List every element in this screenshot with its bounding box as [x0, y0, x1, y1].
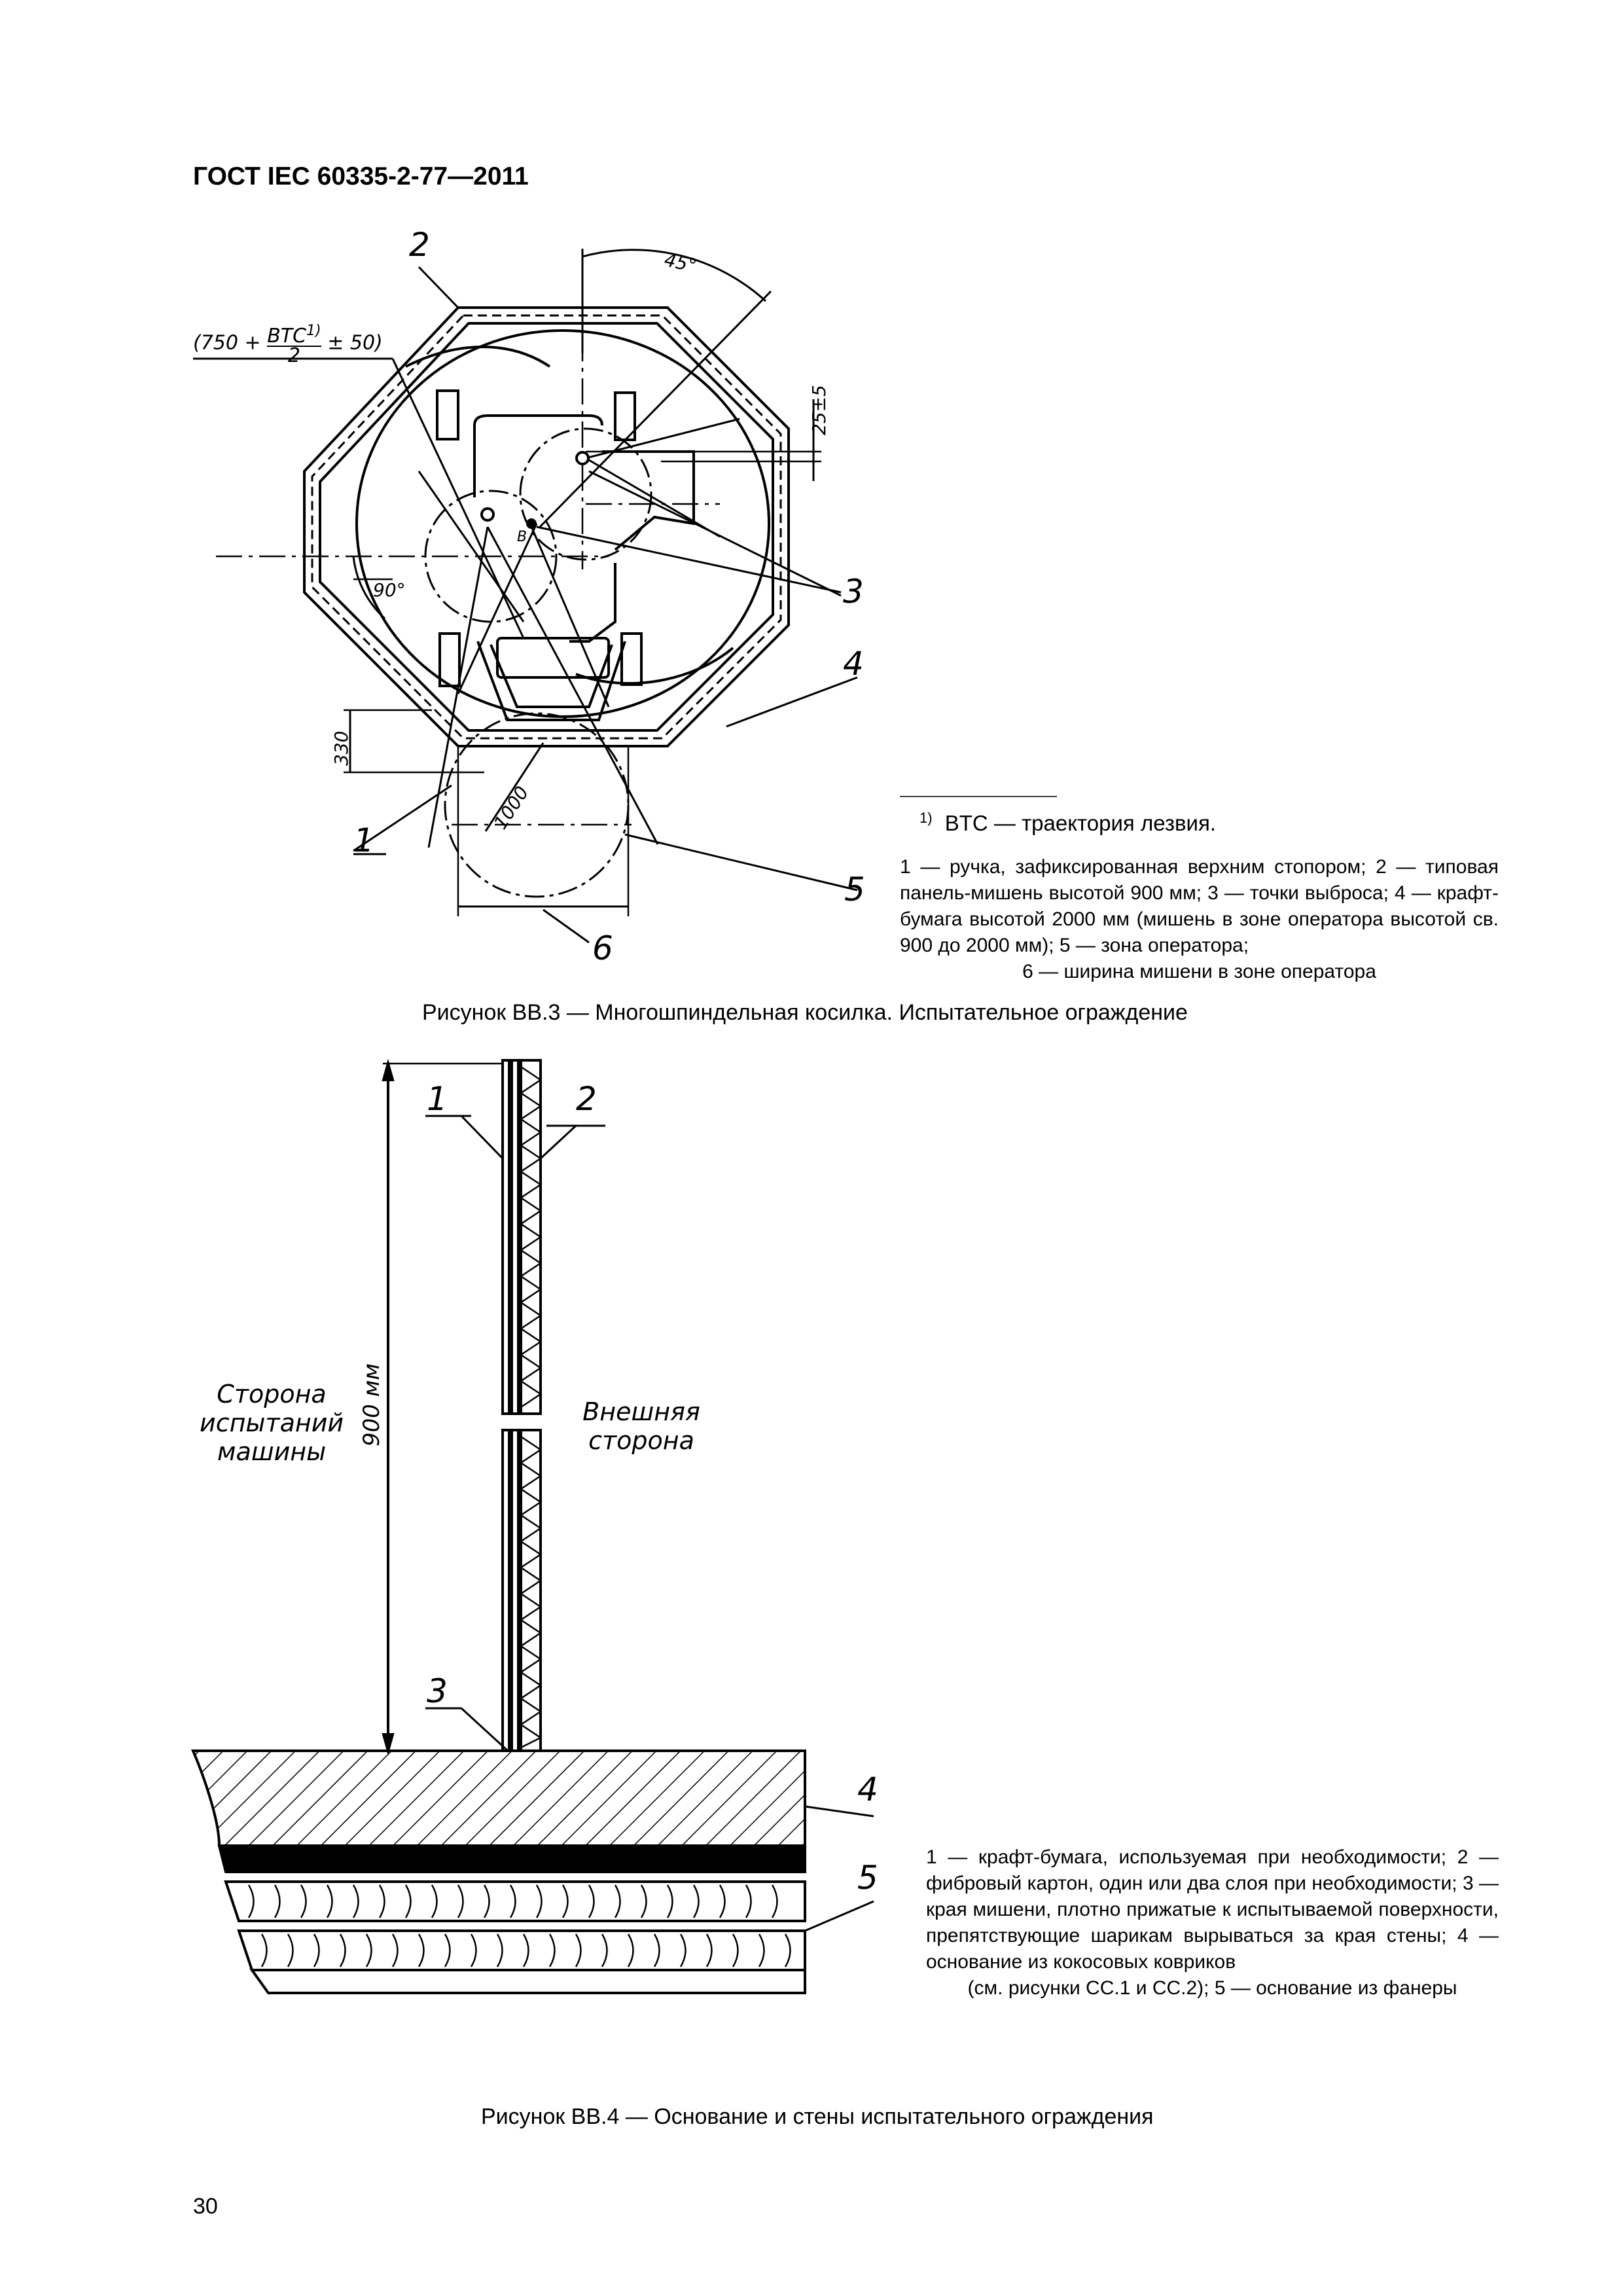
fig1-label-6: 6	[592, 929, 613, 967]
fig2-label-1: 1	[427, 1080, 448, 1118]
footnote: 1) BTC — траектория лезвия.	[919, 810, 1216, 836]
page-number: 30	[193, 2194, 218, 2219]
octagon-outer	[303, 306, 790, 747]
footnote-mark: 1)	[919, 810, 933, 826]
fig1-label-4: 4	[843, 645, 864, 683]
fig1-label-5: 5	[844, 870, 865, 908]
figure1-legend-last: 6 — ширина мишени в зоне оператора	[1022, 961, 1376, 982]
dim-330-label: 330	[330, 730, 352, 766]
figure-bb4-drawing	[190, 1058, 874, 1994]
fig2-label-4: 4	[857, 1770, 878, 1808]
figure2-legend: 1 — крафт-бумага, используемая при необх…	[926, 1844, 1499, 2001]
octagon-inner	[319, 322, 774, 732]
figure2-legend-last: (см. рисунки СС.1 и СС.2); 5 — основание…	[967, 1977, 1457, 1999]
point-b-label: B	[517, 529, 527, 545]
formula-numerator: BTC1)	[267, 323, 321, 348]
mower-deck	[355, 329, 770, 718]
fig1-label-2: 2	[409, 226, 430, 264]
fig1-label-3: 3	[843, 573, 864, 611]
fig1-label-1: 1	[353, 821, 374, 859]
figure1-legend: 1 — ручка, зафиксированная верхним стопо…	[900, 854, 1499, 985]
formula: (750 + BTC1) 2 ± 50)	[193, 322, 383, 367]
cutter-right	[519, 427, 652, 561]
figure1-legend-text: 1 — ручка, зафиксированная верхним стопо…	[900, 856, 1499, 956]
figure2-legend-text: 1 — крафт-бумага, используемая при необх…	[926, 1846, 1499, 1973]
formula-open: (750 +	[193, 331, 261, 355]
document-header: ГОСТ IEC 60335-2-77—2011	[193, 162, 529, 190]
fig2-label-3: 3	[427, 1672, 448, 1710]
footnote-text: BTC — траектория лезвия.	[944, 811, 1216, 835]
test-side-label: Сторона испытаний машины	[200, 1380, 344, 1466]
outer-side-label: Внешняя сторона	[582, 1397, 700, 1455]
dim-25-label: 25±5	[808, 385, 830, 435]
fig2-label-2: 2	[576, 1080, 597, 1118]
formula-fraction: BTC1) 2	[267, 322, 321, 367]
formula-denominator: 2	[287, 344, 300, 367]
figure-bb3-drawing	[193, 249, 858, 944]
figure1-caption: Рисунок ВВ.3 — Многошпиндельная косилка.…	[422, 1000, 1188, 1025]
formula-close: ± 50)	[327, 331, 383, 355]
figure2-caption: Рисунок ВВ.4 — Основание и стены испытат…	[481, 2104, 1154, 2129]
operator-zone	[444, 712, 630, 898]
dim-900mm-label: 900 мм	[359, 1363, 385, 1446]
angle-90-label: 90°	[373, 579, 406, 601]
octagon-middle	[311, 314, 782, 740]
fig2-label-5: 5	[857, 1859, 878, 1897]
